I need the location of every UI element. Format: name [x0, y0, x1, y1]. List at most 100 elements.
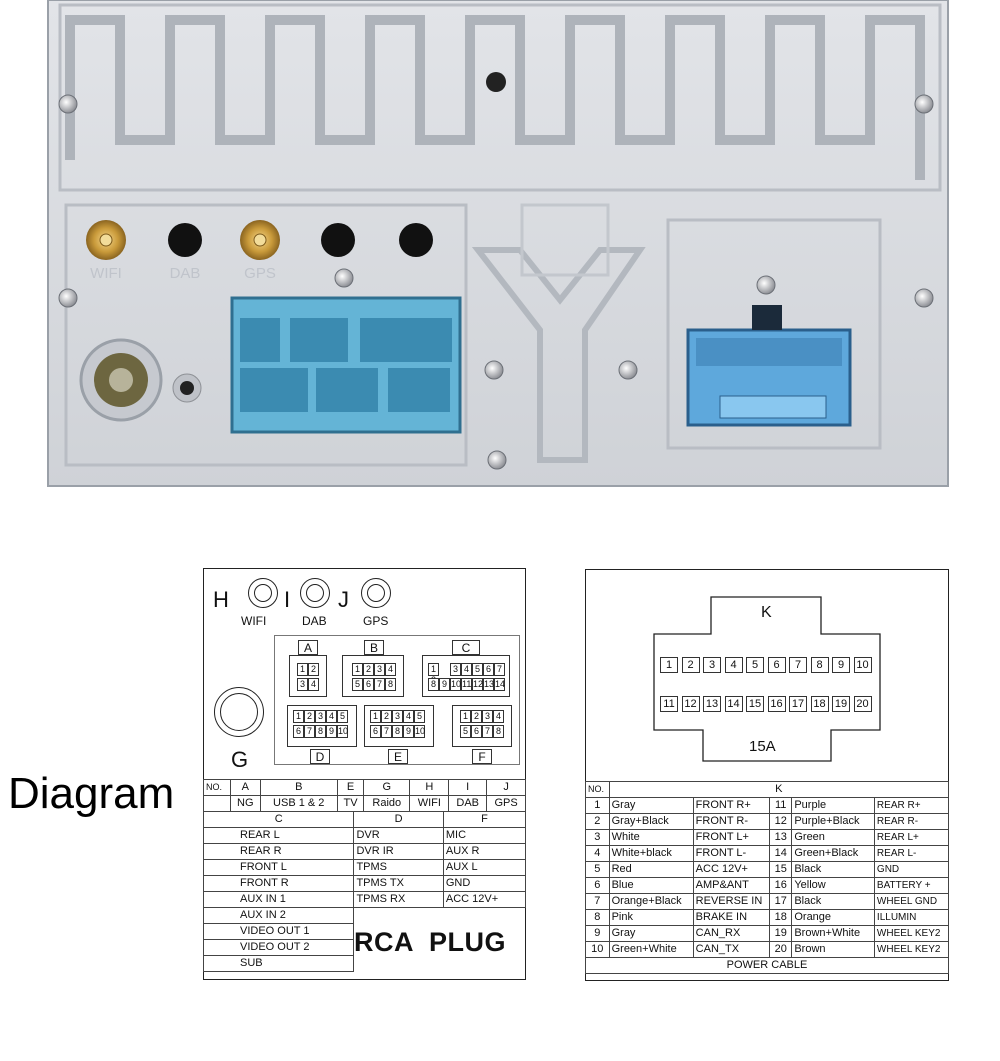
connector-pin: 7 — [381, 725, 392, 738]
table-cell: GND — [873, 861, 950, 878]
connector-pin: 7 — [374, 678, 385, 691]
screws — [58, 94, 934, 470]
connector-pin: 1 — [293, 710, 304, 723]
section-header: F — [442, 811, 527, 828]
table-cell: AUX IN 1 — [202, 891, 355, 908]
fuse — [719, 395, 827, 419]
table-cell: SUB — [202, 955, 355, 972]
col-h: H — [409, 779, 450, 796]
k-pin: 3 — [703, 657, 721, 673]
port-hole — [321, 223, 355, 257]
name-dab: DAB — [448, 795, 488, 812]
connector-pin: 4 — [461, 663, 472, 676]
connector-pin: 4 — [308, 678, 319, 691]
col-i: I — [448, 779, 488, 796]
table-cell: TPMS TX — [353, 875, 444, 892]
section-header: D — [353, 811, 444, 828]
connector-pin: 2 — [381, 710, 392, 723]
k-pin: 18 — [810, 696, 829, 712]
table-cell: FRONT R — [202, 875, 355, 892]
table-row: VIDEO OUT 2 — [202, 939, 526, 956]
table-cell: AUX R — [442, 843, 527, 860]
connector-pin: 11 — [461, 678, 472, 691]
connector-pin: 5 — [337, 710, 348, 723]
connector-pin: 1 — [352, 663, 363, 676]
connector-pin: 10 — [337, 725, 349, 738]
table-cell: Gray — [608, 925, 694, 942]
fuse-label: 15A — [749, 738, 776, 755]
connector-pin: 6 — [293, 725, 304, 738]
table-cell: REAR R — [202, 843, 355, 860]
antenna-letter-i: I — [284, 587, 291, 612]
connector-pin: 6 — [370, 725, 381, 738]
gps-label: GPS — [363, 614, 389, 628]
left-wiring-panel: H WIFI I DAB J GPS G NO. A B E G H I J N… — [202, 568, 527, 980]
connector-pin: 4 — [326, 710, 337, 723]
name-gps: GPS — [486, 795, 526, 812]
connector-pin: 2 — [471, 710, 482, 723]
k-pin: 11 — [660, 696, 678, 712]
connector-pin: 9 — [439, 678, 450, 691]
table-cell: Purple+Black — [791, 813, 875, 830]
table-cell: 19 — [769, 925, 793, 942]
connector-pin: 8 — [385, 678, 396, 691]
no-header: NO. — [585, 781, 610, 798]
table-cell: White+black — [608, 845, 694, 862]
table-cell: ACC 12V+ — [442, 891, 527, 908]
col-j: J — [486, 779, 526, 796]
rca-plug-label: RCA PLUG — [354, 927, 506, 957]
table-cell: 2 — [585, 813, 610, 830]
k-header: K — [608, 781, 950, 798]
k-connector-shape — [653, 596, 881, 762]
col-e: E — [336, 779, 365, 796]
connector-pin: 1 — [297, 663, 308, 676]
table-cell: AMP&ANT — [692, 877, 771, 894]
table-cell: Purple — [791, 797, 875, 814]
connector-pin: 10 — [414, 725, 426, 738]
table-cell: TPMS — [353, 859, 444, 876]
svg-text:GPS: GPS — [244, 265, 276, 282]
table-cell: BRAKE IN — [692, 909, 771, 926]
table-cell: 12 — [769, 813, 793, 830]
table-cell: Pink — [608, 909, 694, 926]
table-cell: Orange — [791, 909, 875, 926]
k-pin: 15 — [746, 696, 764, 712]
table-cell: BATTERY + — [873, 877, 950, 894]
connector-pin: 8 — [315, 725, 326, 738]
table-cell: 20 — [769, 941, 793, 958]
connector-label: E — [388, 749, 408, 764]
connector-pin: 3 — [297, 678, 308, 691]
col-a: A — [230, 779, 261, 796]
section-header: C — [202, 811, 355, 828]
table-cell: Red — [608, 861, 694, 878]
table-cell: Yellow — [791, 877, 875, 894]
k-pin: 8 — [810, 657, 829, 673]
table-cell: REAR L- — [873, 845, 950, 862]
no-header: NO. — [203, 779, 231, 796]
connector-pin: 6 — [471, 725, 482, 738]
dab-label: DAB — [302, 614, 327, 628]
table-cell: REAR R- — [873, 813, 950, 830]
table-cell: Green — [791, 829, 875, 846]
col-g: G — [363, 779, 411, 796]
name-tv: TV — [336, 795, 365, 812]
connector-pin: 3 — [450, 663, 461, 676]
table-cell: 10 — [585, 941, 610, 958]
table-cell: VIDEO OUT 2 — [202, 939, 355, 956]
name-raido: Raido — [363, 795, 411, 812]
k-pin: 5 — [746, 657, 764, 673]
no-cell-empty — [203, 795, 231, 812]
connector-pin: 3 — [315, 710, 326, 723]
connector-pin: 1 — [460, 710, 471, 723]
